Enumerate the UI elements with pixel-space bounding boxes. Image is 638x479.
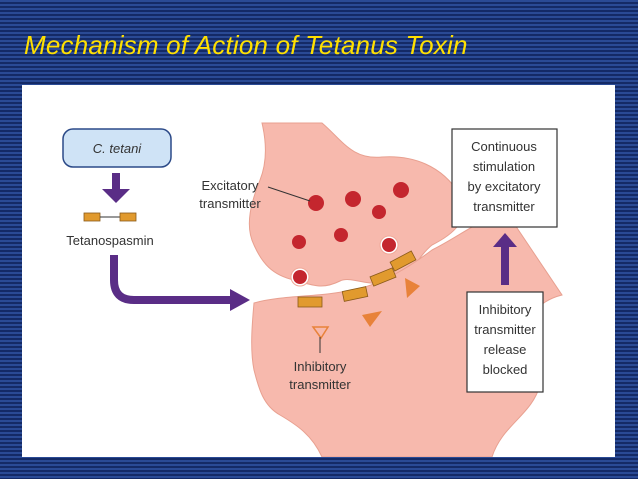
toxin-on-synapse — [297, 250, 417, 308]
toxin-molecule — [83, 212, 137, 222]
vesicle — [382, 238, 396, 252]
slide-title: Mechanism of Action of Tetanus Toxin — [24, 30, 468, 60]
down-arrow-head — [102, 189, 130, 203]
inhibitory-label-1: Inhibitory — [294, 359, 347, 374]
vesicle — [345, 191, 361, 207]
blocked-label-2: transmitter — [474, 322, 536, 337]
diagram-figure: C. tetani Tetanospasmin Excitatory trans… — [22, 85, 615, 457]
blocked-box — [466, 291, 544, 393]
down-arrow-shaft — [112, 173, 120, 191]
toxin-label: Tetanospasmin — [66, 233, 153, 248]
blocked-label-1: Inhibitory — [479, 302, 532, 317]
outcome-label-4: transmitter — [473, 199, 535, 214]
vesicle — [334, 228, 348, 242]
excitatory-vesicles — [290, 182, 409, 287]
outcome-label-2: stimulation — [473, 159, 535, 174]
outcome-label-1: Continuous — [471, 139, 537, 154]
blocked-label-4: blocked — [483, 362, 528, 377]
vesicle — [393, 182, 409, 198]
vesicle — [292, 235, 306, 249]
curved-arrow — [110, 255, 232, 304]
diagram-svg: C. tetani Tetanospasmin Excitatory trans… — [62, 122, 563, 457]
vesicle — [308, 195, 324, 211]
outcome-box — [451, 128, 558, 228]
up-arrow-shaft — [501, 245, 509, 285]
up-arrow-head — [493, 233, 517, 247]
inhibitory-label-2: transmitter — [289, 377, 351, 392]
excitatory-label-1: Excitatory — [201, 178, 259, 193]
organism-label: C. tetani — [93, 141, 143, 156]
vesicle — [372, 205, 386, 219]
excitatory-label-2: transmitter — [199, 196, 261, 211]
inhibitory-triangles — [311, 278, 420, 340]
blocked-label-3: release — [484, 342, 527, 357]
excitatory-pointer — [267, 186, 311, 202]
vesicle — [293, 270, 307, 284]
outcome-label-3: by excitatory — [468, 179, 541, 194]
organism-box — [62, 128, 172, 168]
curved-arrow-head — [230, 289, 250, 311]
